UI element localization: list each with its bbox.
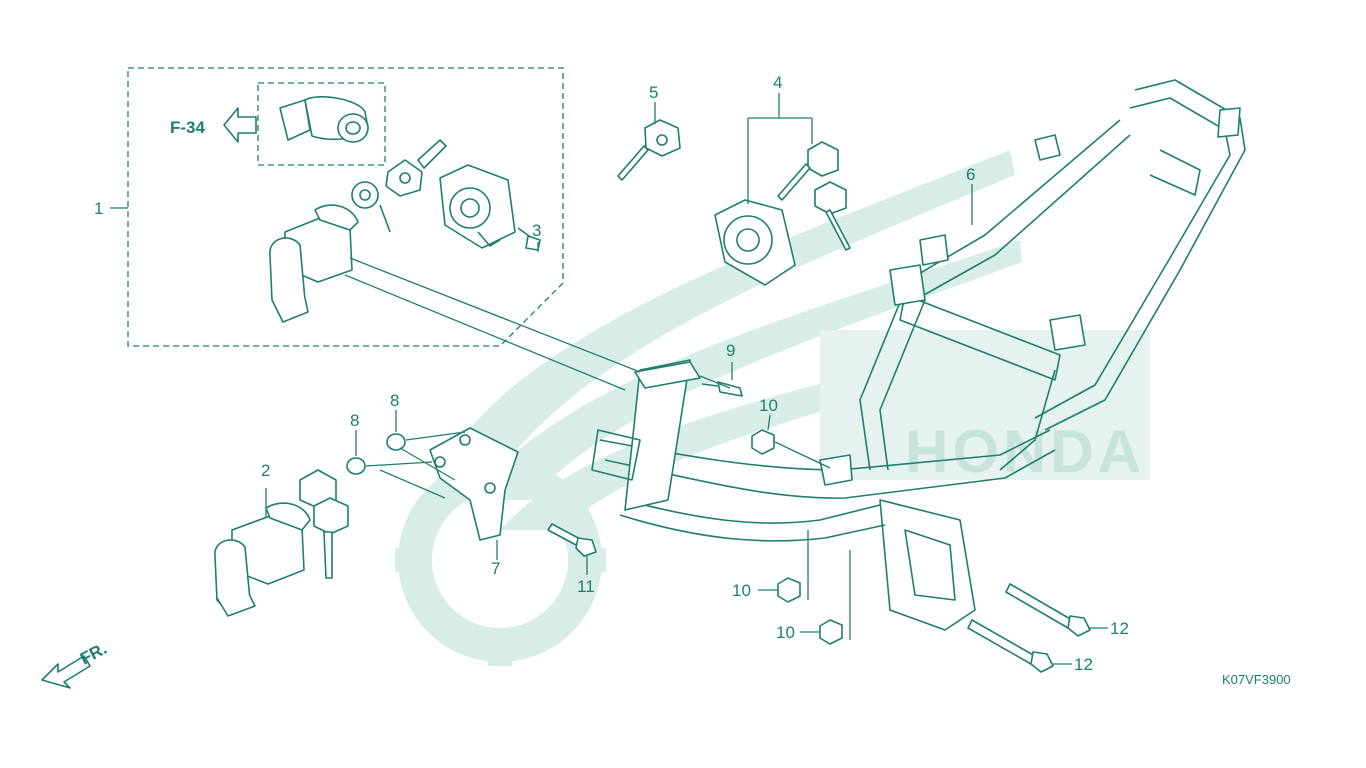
callout-3: 3 bbox=[532, 221, 541, 240]
callout-1: 1 bbox=[94, 199, 103, 218]
bolt-part-12b bbox=[967, 619, 1054, 673]
callout-7: 7 bbox=[491, 559, 500, 578]
ignition-switch-part bbox=[269, 181, 391, 323]
key-part-5 bbox=[617, 119, 681, 181]
callout-8a: 8 bbox=[390, 391, 399, 410]
leader-lines bbox=[110, 93, 1108, 665]
nut-part-10c bbox=[819, 619, 843, 645]
callout-numbers: 1 2 3 4 5 6 7 8 8 9 10 10 10 11 12 12 bbox=[94, 73, 1129, 674]
nut-part-10a bbox=[751, 429, 775, 455]
front-direction-marker: FR. bbox=[41, 639, 110, 689]
reference-inset-outline bbox=[257, 82, 386, 166]
key-part bbox=[385, 139, 447, 197]
key-cylinder-part bbox=[279, 96, 369, 143]
ignition-switch-part-2 bbox=[214, 469, 349, 617]
assembly-group-outline bbox=[127, 67, 564, 347]
diagram-code: K07VF3900 bbox=[1222, 672, 1291, 687]
reference-arrow: F-34 bbox=[170, 107, 257, 143]
callout-12a: 12 bbox=[1110, 619, 1129, 638]
seat-lock-cover-part bbox=[439, 164, 516, 249]
callout-9: 9 bbox=[726, 341, 735, 360]
bracket-part-7 bbox=[429, 427, 519, 541]
callout-5: 5 bbox=[649, 83, 658, 102]
watermark-brand-text: HONDA bbox=[905, 418, 1145, 485]
nut-part-8b bbox=[346, 457, 366, 475]
nut-part-10b bbox=[777, 577, 801, 603]
callout-6: 6 bbox=[966, 165, 975, 184]
frame-body-part bbox=[591, 79, 1246, 631]
key-set-part-4 bbox=[714, 141, 851, 286]
nut-part-8a bbox=[386, 433, 406, 451]
callout-10b: 10 bbox=[732, 581, 751, 600]
callout-4: 4 bbox=[773, 73, 782, 92]
callout-2: 2 bbox=[261, 461, 270, 480]
callout-11: 11 bbox=[577, 577, 595, 596]
bolt-part-11 bbox=[547, 523, 597, 557]
callout-10c: 10 bbox=[776, 623, 795, 642]
callout-12b: 12 bbox=[1074, 655, 1093, 674]
reference-label: F-34 bbox=[170, 118, 206, 137]
callout-8b: 8 bbox=[350, 411, 359, 430]
callout-10a: 10 bbox=[759, 396, 778, 415]
bolt-part-12a bbox=[1005, 583, 1091, 637]
